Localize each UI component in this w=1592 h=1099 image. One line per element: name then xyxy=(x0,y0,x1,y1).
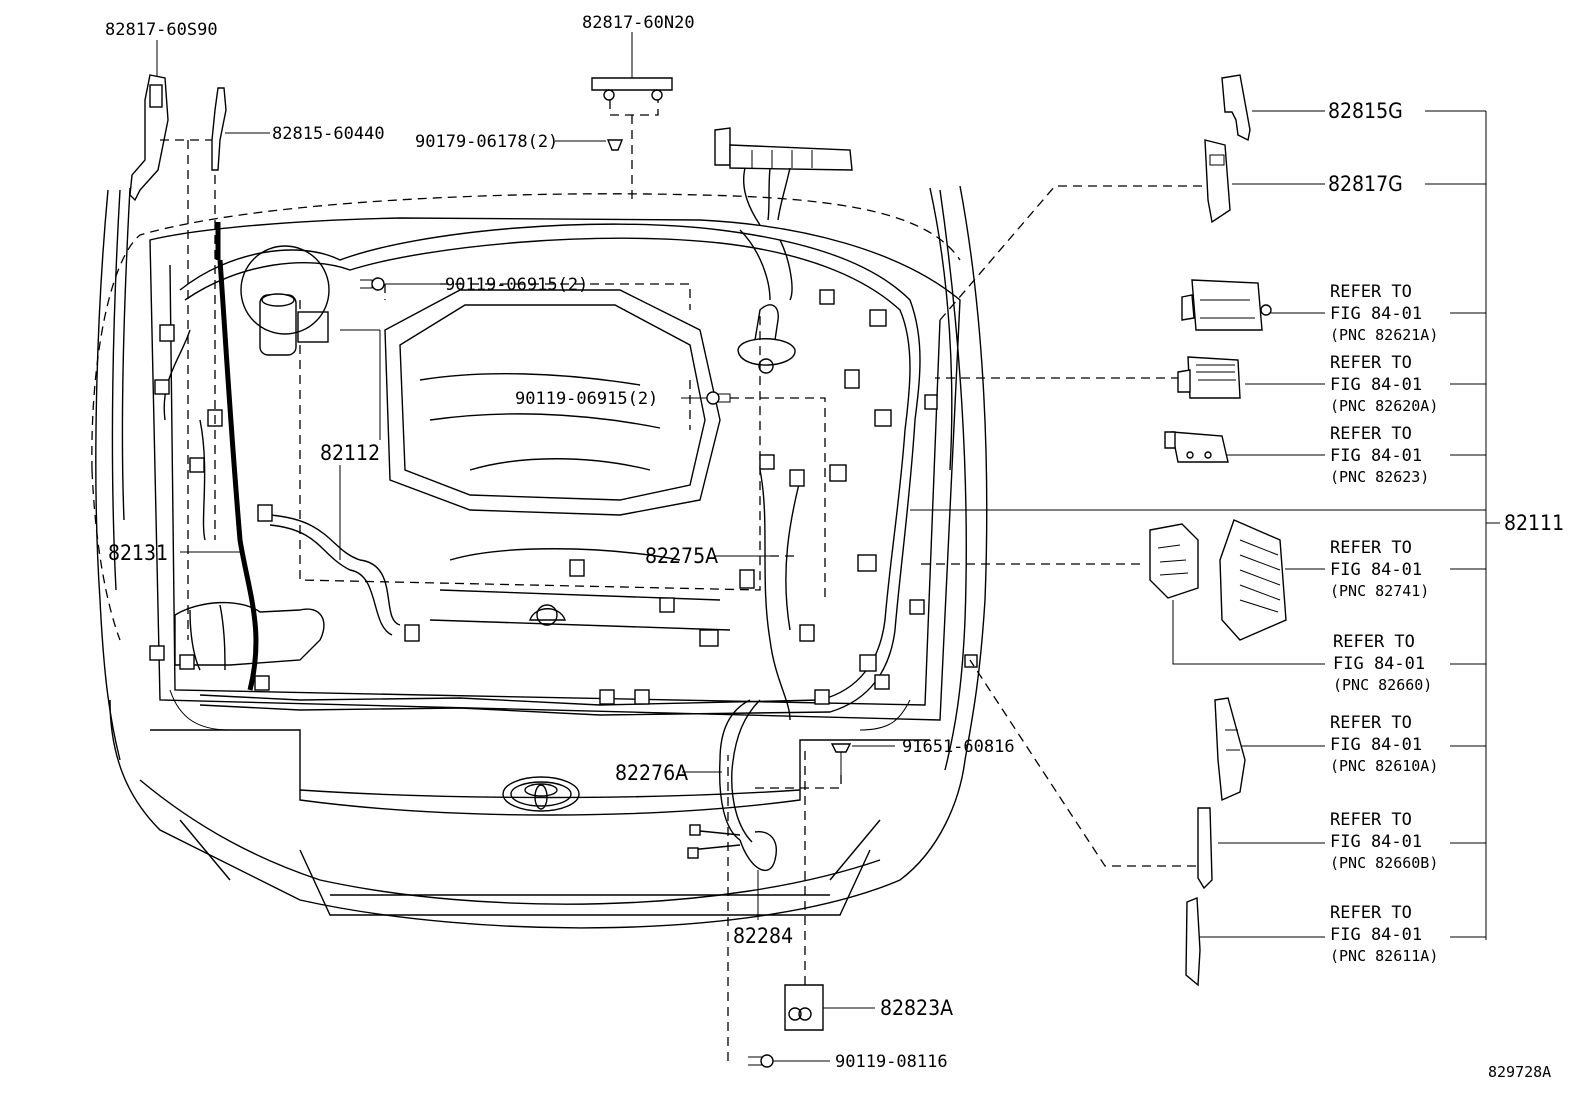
refer-line-1: REFER TO xyxy=(1330,353,1412,373)
refer-82741: REFER TO FIG 84-01 (PNC 82741) xyxy=(1330,538,1429,600)
callout-82817G: 82817G xyxy=(1328,172,1403,196)
callout-90179-06178: 90179-06178(2) xyxy=(415,132,558,152)
figure-id: 829728A xyxy=(1488,1063,1551,1081)
refer-line-3: (PNC 82741) xyxy=(1330,582,1429,600)
engine-block xyxy=(174,245,796,671)
callout-82817-60S90: 82817-60S90 xyxy=(105,20,218,40)
callout-90119-06915-top: 90119-06915(2) xyxy=(445,275,588,295)
refer-line-2: FIG 84-01 xyxy=(1330,375,1422,395)
callout-82823A: 82823A xyxy=(880,996,953,1020)
callout-labels: 82817-60S90 82817-60N20 82815-60440 9017… xyxy=(105,13,1564,1081)
master-cylinder xyxy=(240,245,330,356)
relay-icon xyxy=(1181,279,1272,331)
refer-82620A: REFER TO FIG 84-01 (PNC 82620A) xyxy=(1330,353,1438,415)
bolt-icon xyxy=(830,743,852,775)
refer-line-3: (PNC 82623) xyxy=(1330,468,1429,486)
refer-line-3: (PNC 82660B) xyxy=(1330,854,1438,872)
bolt-icon xyxy=(360,277,385,291)
refer-line-2: FIG 84-01 xyxy=(1330,446,1422,466)
callout-90119-08116: 90119-08116 xyxy=(835,1052,948,1072)
bolt-icon xyxy=(706,391,731,405)
refer-line-2: FIG 84-01 xyxy=(1330,304,1422,324)
callout-82131: 82131 xyxy=(108,541,168,565)
wire-harness xyxy=(149,127,978,872)
refer-line-3: (PNC 82620A) xyxy=(1330,397,1438,415)
callout-90119-06915-mid: 90119-06915(2) xyxy=(515,389,658,409)
refer-82623: REFER TO FIG 84-01 (PNC 82623) xyxy=(1330,424,1429,486)
vehicle-body xyxy=(91,185,988,929)
refer-line-2: FIG 84-01 xyxy=(1333,654,1425,674)
refer-82610A: REFER TO FIG 84-01 (PNC 82610A) xyxy=(1330,713,1438,775)
refer-82621A: REFER TO FIG 84-01 (PNC 82621A) xyxy=(1330,282,1438,344)
callout-82815-60440: 82815-60440 xyxy=(272,124,385,144)
leader-lines xyxy=(129,32,1500,1068)
refer-82660: REFER TO FIG 84-01 (PNC 82660) xyxy=(1333,632,1432,694)
callout-82276A: 82276A xyxy=(615,761,688,785)
module-icon xyxy=(1177,356,1241,399)
refer-line-2: FIG 84-01 xyxy=(1330,925,1422,945)
refer-line-2: FIG 84-01 xyxy=(1330,560,1422,580)
module-icon xyxy=(1164,431,1229,463)
callout-82112: 82112 xyxy=(320,441,380,465)
harness-plug-top xyxy=(714,127,853,226)
refer-line-3: (PNC 82621A) xyxy=(1330,326,1438,344)
callout-82815G: 82815G xyxy=(1328,99,1403,123)
toyota-emblem xyxy=(502,776,580,812)
refer-line-1: REFER TO xyxy=(1330,810,1412,830)
refer-line-3: (PNC 82611A) xyxy=(1330,947,1438,965)
refer-to-labels: REFER TO FIG 84-01 (PNC 82621A) REFER TO… xyxy=(1330,282,1438,965)
callout-82111: 82111 xyxy=(1504,511,1564,535)
refer-line-2: FIG 84-01 xyxy=(1330,832,1422,852)
refer-82660B: REFER TO FIG 84-01 (PNC 82660B) xyxy=(1330,810,1438,872)
right-parts xyxy=(1149,74,1287,987)
callout-82284: 82284 xyxy=(733,924,793,948)
relay-block-icon xyxy=(1149,519,1287,641)
callout-91651-60816: 91651-60816 xyxy=(902,737,1015,757)
refer-line-1: REFER TO xyxy=(1330,282,1412,302)
refer-line-1: REFER TO xyxy=(1330,903,1412,923)
refer-line-1: REFER TO xyxy=(1333,632,1415,652)
refer-line-1: REFER TO xyxy=(1330,713,1412,733)
callout-82817-60N20: 82817-60N20 xyxy=(582,13,695,33)
refer-line-3: (PNC 82610A) xyxy=(1330,757,1438,775)
refer-line-3: (PNC 82660) xyxy=(1333,676,1432,694)
refer-82611A: REFER TO FIG 84-01 (PNC 82611A) xyxy=(1330,903,1438,965)
refer-line-1: REFER TO xyxy=(1330,538,1412,558)
refer-line-2: FIG 84-01 xyxy=(1330,735,1422,755)
bolt-icon xyxy=(748,1054,774,1068)
callout-82275A: 82275A xyxy=(645,544,718,568)
refer-line-1: REFER TO xyxy=(1330,424,1412,444)
